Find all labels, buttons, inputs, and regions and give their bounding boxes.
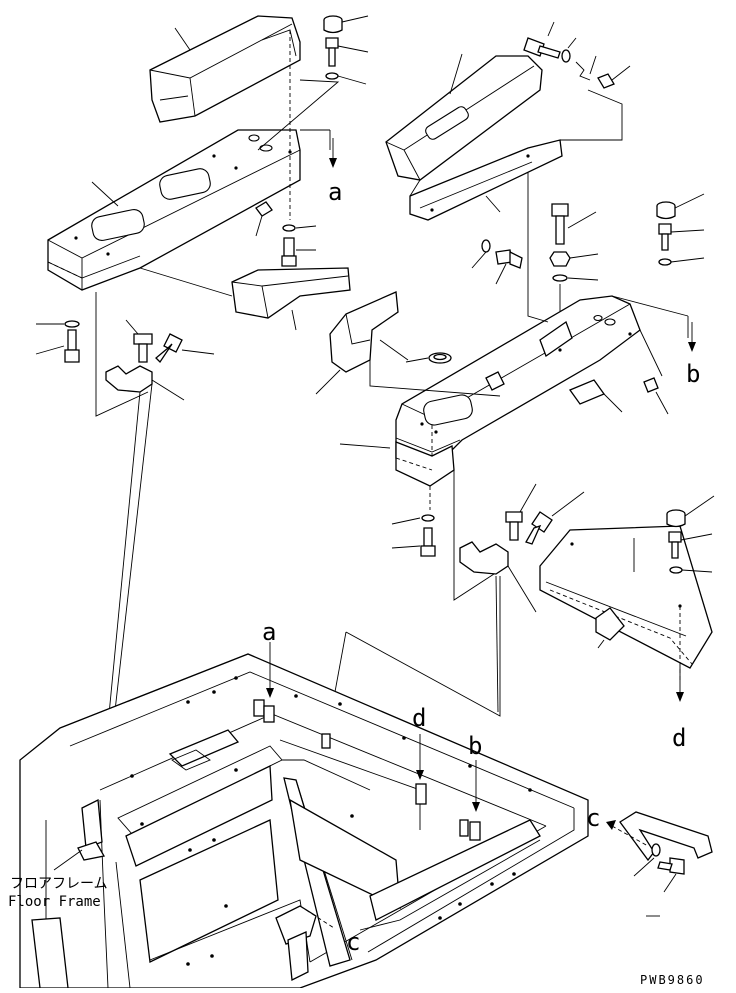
cap-1 [323, 15, 343, 34]
washer-2 [282, 224, 296, 232]
small-bracket-1 [255, 201, 273, 217]
cap-3 [666, 509, 686, 528]
bolt-14 [651, 843, 685, 875]
ref-label-a-frame: a [262, 618, 276, 646]
ref-label-b-frame: b [468, 732, 482, 760]
nut-1 [597, 73, 615, 89]
washer-1 [325, 72, 339, 80]
ref-label-b-right: b [686, 360, 700, 388]
bolt-2 [281, 237, 297, 267]
washer-6 [481, 239, 491, 253]
washer-3 [64, 320, 80, 328]
floor-frame [19, 653, 589, 989]
ref-label-c-handle: c [586, 804, 600, 832]
nut-2 [549, 251, 571, 267]
bolt-11 [505, 511, 523, 541]
bolt-13 [668, 531, 682, 559]
left-bracket [105, 365, 153, 393]
washer-4 [561, 49, 571, 63]
bolt-5 [155, 333, 183, 364]
ref-label-d-right: d [672, 724, 686, 752]
bolt-12 [525, 511, 553, 545]
handle-c [619, 811, 713, 862]
bolt-9 [658, 223, 672, 251]
washer-5 [552, 274, 568, 282]
right-console-body [395, 295, 641, 487]
right-bracket [459, 541, 509, 575]
bolt-7 [551, 203, 569, 245]
right-side-bracket [329, 291, 399, 373]
drawing-code: PWB9860 [640, 973, 705, 987]
bolt-3 [64, 329, 80, 363]
ref-label-c-frame: c [346, 928, 360, 956]
ref-label-d-frame: d [412, 704, 426, 732]
floor-frame-label-jp: フロアフレーム [10, 876, 108, 892]
nut-3 [643, 377, 659, 393]
left-console-body [47, 129, 301, 291]
right-top-cover [385, 55, 543, 181]
bolt-4 [133, 333, 153, 363]
washer-9 [669, 566, 683, 574]
bolt-1 [325, 37, 339, 67]
bolt-6 [523, 37, 561, 59]
ref-label-a-top: a [328, 178, 342, 206]
floor-frame-label-en: Floor Frame [8, 894, 101, 910]
washer-7 [658, 258, 672, 266]
floor-frame-label: フロアフレーム Floor Frame [8, 849, 108, 910]
bolt-10 [420, 527, 436, 557]
pin-1 [575, 61, 591, 81]
bolt-8 [495, 249, 523, 269]
right-plate [409, 139, 563, 221]
grommet [428, 352, 452, 364]
left-under-cover [231, 267, 351, 319]
rear-cover-bottom [539, 525, 713, 669]
left-top-cover [149, 15, 301, 123]
cap-2 [656, 201, 676, 220]
washer-8 [421, 514, 435, 522]
